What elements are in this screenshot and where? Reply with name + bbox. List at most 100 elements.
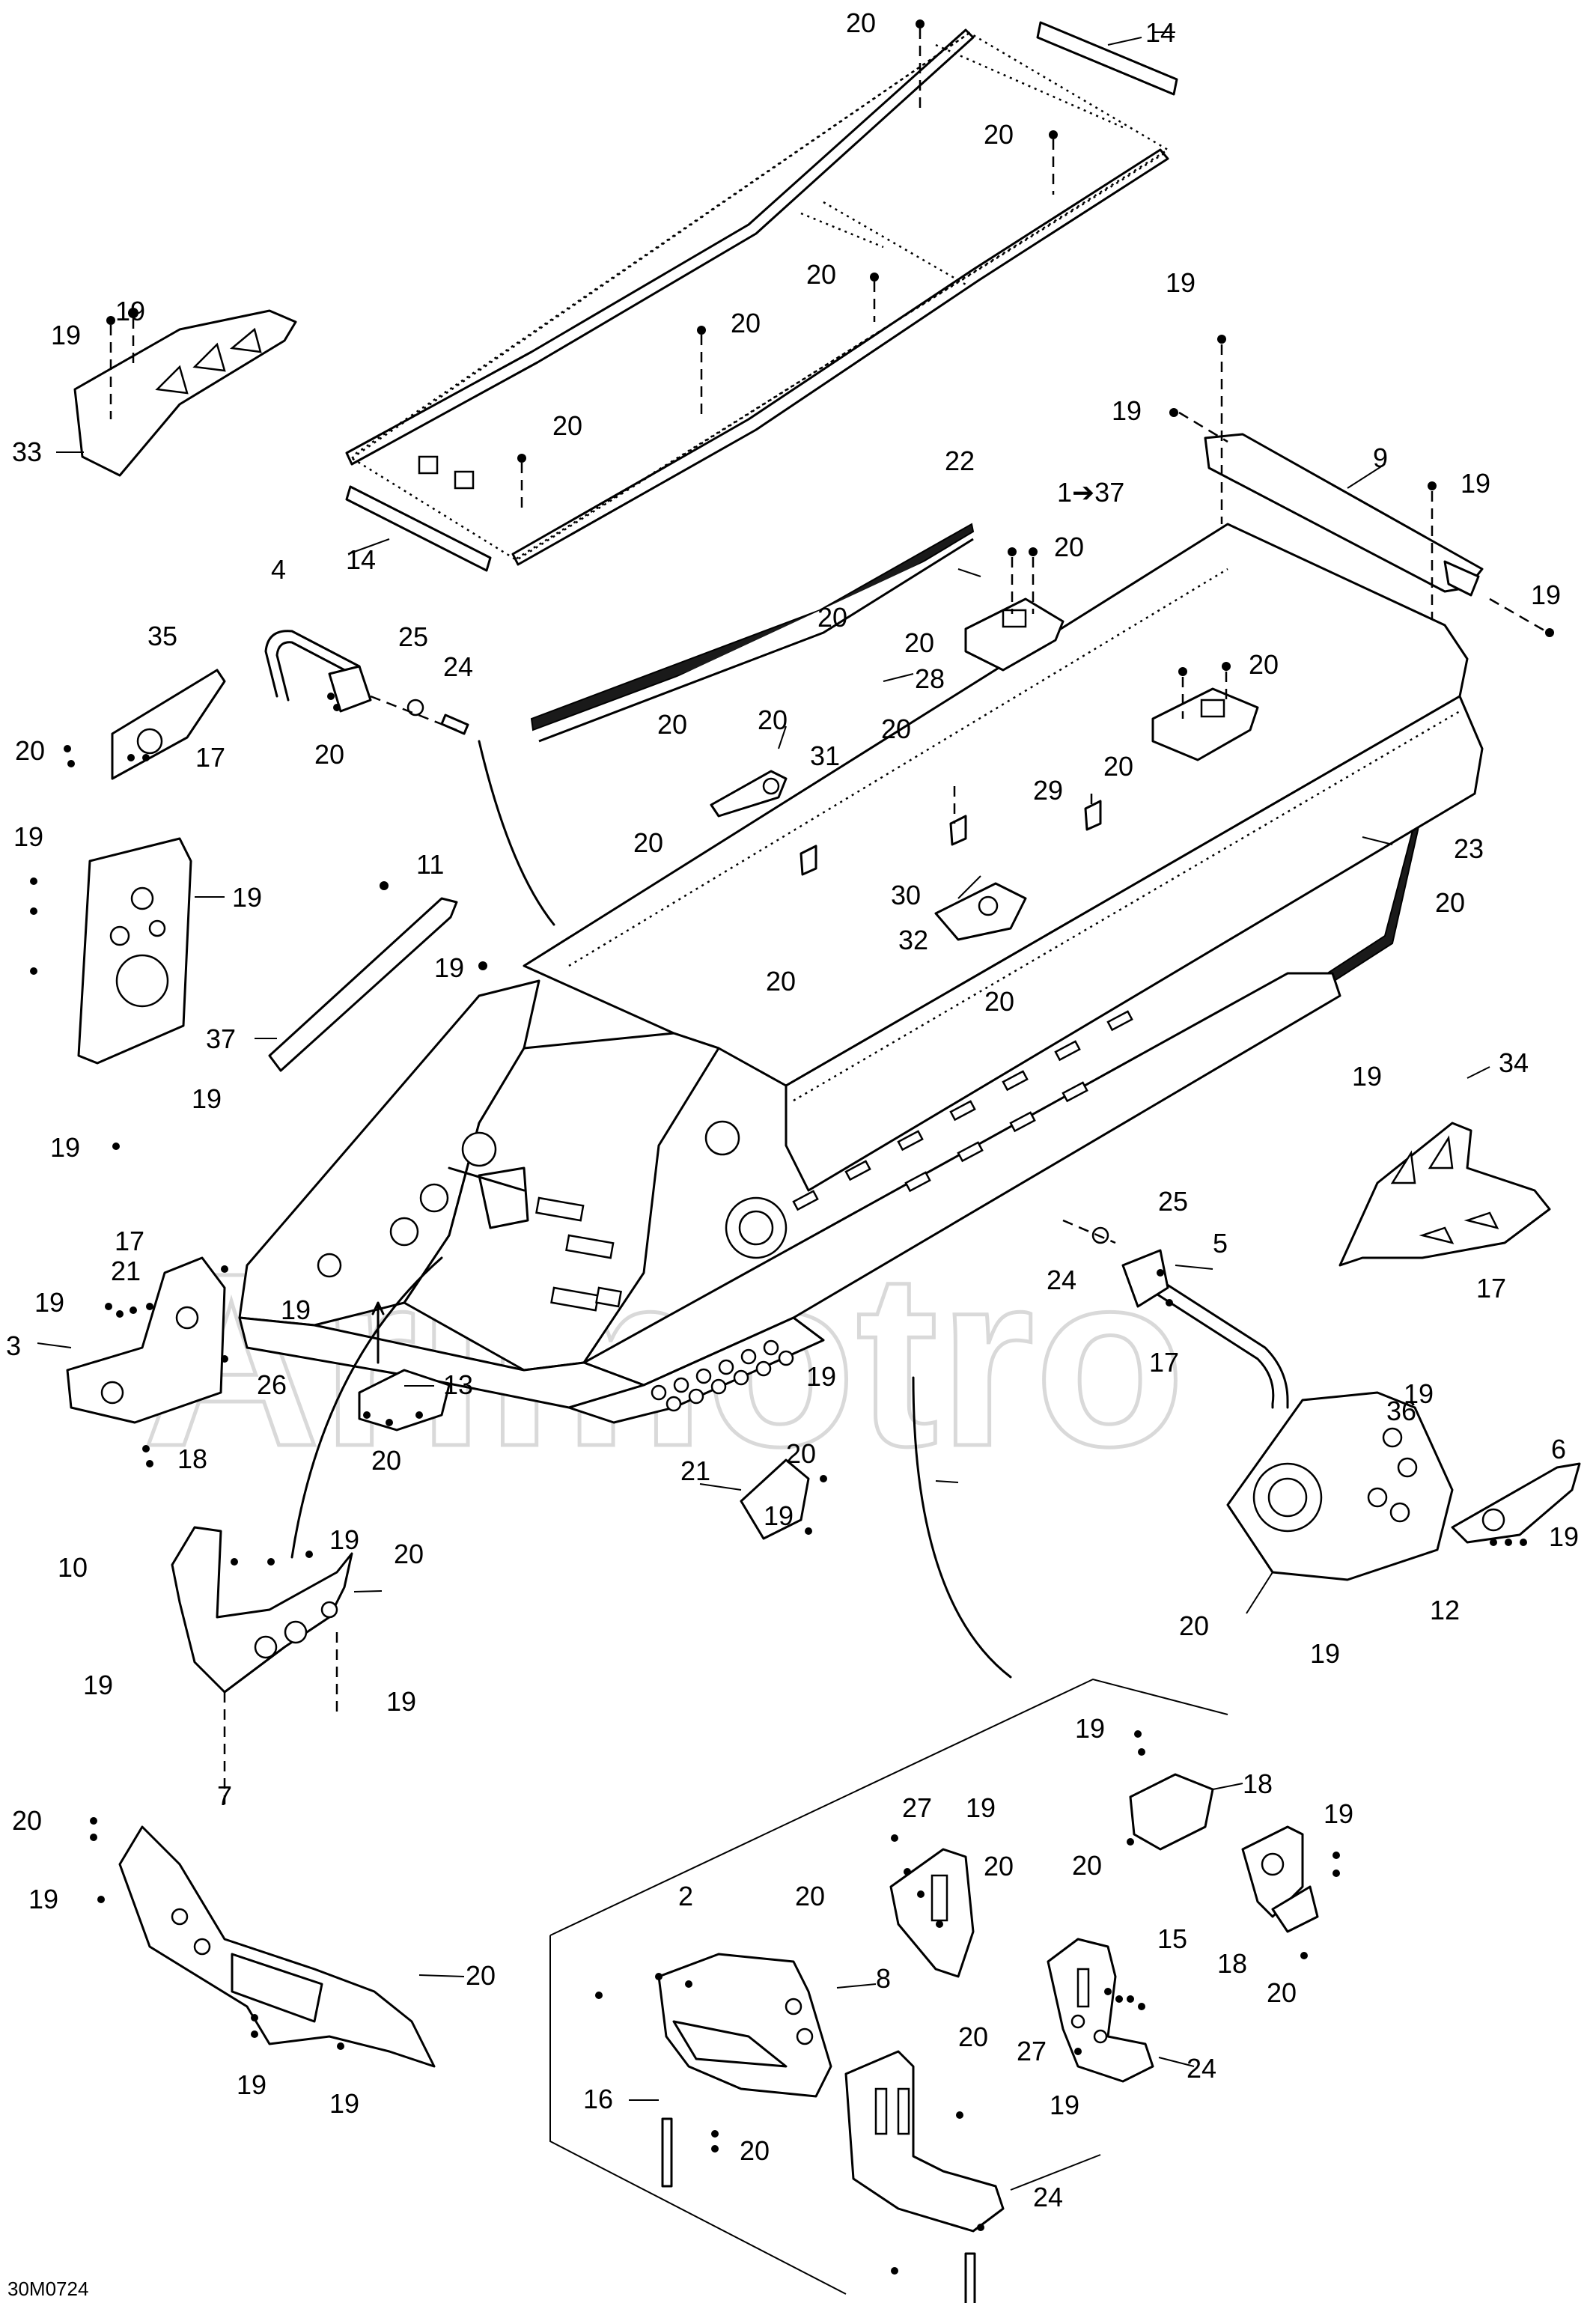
callout-19: 19	[1310, 1638, 1340, 1669]
part-2-bracket	[90, 1817, 436, 2068]
callout-19: 19	[1075, 1713, 1105, 1744]
part-28-bracket	[964, 547, 1064, 672]
callout-20: 20	[394, 1539, 424, 1569]
callout-20: 20	[1054, 532, 1084, 562]
top-panel-outline	[350, 31, 1170, 562]
callout-20: 20	[740, 2135, 770, 2166]
part-16-bracket	[844, 2050, 1005, 2303]
part-36-bracket	[1451, 1462, 1581, 1546]
callout-22: 22	[945, 445, 975, 476]
callout-16: 16	[583, 2084, 613, 2114]
part-12-plate	[1226, 1391, 1454, 1581]
part-22-rail	[530, 523, 975, 743]
callout-20: 20	[786, 1438, 816, 1469]
callout-20: 20	[1267, 1977, 1297, 2008]
callout-14: 14	[1145, 17, 1175, 48]
callout-19: 19	[281, 1295, 311, 1325]
part-37-bar	[268, 881, 487, 1072]
part-3-bracket	[66, 1256, 228, 1467]
diagram-code: 30M0724	[7, 2278, 88, 2300]
callout-19: 19	[83, 1670, 113, 1700]
callout-19: 19	[237, 2069, 266, 2100]
callout-19: 19	[1112, 395, 1142, 426]
callout-21: 21	[680, 1455, 710, 1486]
callout-25: 25	[398, 621, 428, 652]
callout-19: 19	[434, 952, 464, 983]
part-29-bracket	[1151, 662, 1259, 761]
part-4-handle	[264, 630, 372, 713]
callout-27: 27	[1017, 2036, 1047, 2066]
callout-19: 19	[192, 1083, 222, 1114]
callout-4: 4	[271, 554, 286, 585]
part-8-bracket	[1241, 1825, 1340, 1959]
callout-25: 25	[1158, 1186, 1188, 1217]
connection-arrows	[290, 740, 1012, 1679]
callout-20: 20	[766, 966, 796, 997]
callout-29: 29	[1033, 775, 1063, 806]
callout-20: 20	[806, 259, 836, 290]
callout-20: 20	[984, 119, 1014, 150]
callout-9: 9	[1373, 442, 1388, 473]
part-30-32-bracket	[799, 786, 1102, 941]
callout-11: 11	[416, 849, 444, 880]
callout-35: 35	[147, 621, 177, 651]
callout-7: 7	[217, 1780, 232, 1811]
callout-20: 20	[1179, 1610, 1209, 1641]
callout-8: 8	[876, 1963, 891, 1994]
callout-13: 13	[443, 1369, 473, 1400]
part-5-handle	[1062, 1219, 1289, 1409]
callout-20: 20	[314, 739, 344, 770]
part-14-top-strip	[1036, 21, 1178, 96]
callout-32: 32	[898, 925, 928, 955]
callout-28: 28	[915, 663, 945, 694]
callout-20: 20	[731, 308, 761, 338]
callout-19: 19	[34, 1287, 64, 1318]
callout-19: 19	[13, 821, 43, 852]
callout-33: 33	[12, 436, 42, 467]
callout-20: 20	[12, 1805, 42, 1836]
callout-20: 20	[904, 627, 934, 658]
callout-37: 37	[206, 1023, 236, 1054]
callout-17: 17	[1149, 1347, 1179, 1378]
part-6-plate	[740, 1458, 827, 1540]
callout-19: 19	[806, 1361, 836, 1392]
callout-15: 15	[1157, 1923, 1187, 1954]
part-31-bracket	[710, 770, 788, 818]
callout-12: 12	[1430, 1595, 1460, 1625]
callout-19: 19	[1404, 1378, 1434, 1409]
part-10-bracket	[171, 1526, 353, 1804]
callout-31: 31	[810, 740, 840, 771]
callout-19: 19	[115, 296, 145, 326]
callout-19: 19	[1352, 1061, 1382, 1092]
callout-20: 20	[758, 705, 788, 735]
callout-27: 27	[902, 1792, 932, 1823]
callout-20: 20	[466, 1960, 496, 1991]
callout-20: 20	[371, 1445, 401, 1476]
callout-19: 19	[1050, 2090, 1079, 2120]
callout-3: 3	[6, 1330, 21, 1361]
callout-5: 5	[1213, 1228, 1228, 1259]
part-27-lower-bracket	[1047, 1938, 1154, 2083]
callout-19: 19	[50, 1132, 80, 1163]
callout-17: 17	[195, 742, 225, 773]
callout-19: 19	[51, 320, 81, 350]
callout-20: 20	[1249, 649, 1279, 680]
callout-20: 20	[1435, 887, 1465, 918]
callout-19: 19	[1324, 1798, 1353, 1829]
callout-20: 20	[657, 709, 687, 740]
callout-18: 18	[177, 1443, 207, 1474]
callout-19: 19	[966, 1792, 996, 1823]
part-33-bracket	[73, 308, 297, 477]
callout-20: 20	[1072, 1850, 1102, 1881]
callout-20: 20	[552, 410, 582, 441]
callout-18: 18	[1243, 1768, 1273, 1799]
callout-24: 24	[1033, 2182, 1063, 2212]
part-25-24-fasteners	[370, 695, 469, 735]
callout-6: 6	[1551, 1434, 1566, 1464]
callout-34: 34	[1499, 1047, 1529, 1078]
callout-19: 19	[232, 882, 262, 913]
callout-20: 20	[1103, 751, 1133, 782]
callout-21: 21	[111, 1256, 141, 1286]
callout-20: 20	[958, 2021, 988, 2052]
part-15-bracket	[595, 1953, 832, 2188]
